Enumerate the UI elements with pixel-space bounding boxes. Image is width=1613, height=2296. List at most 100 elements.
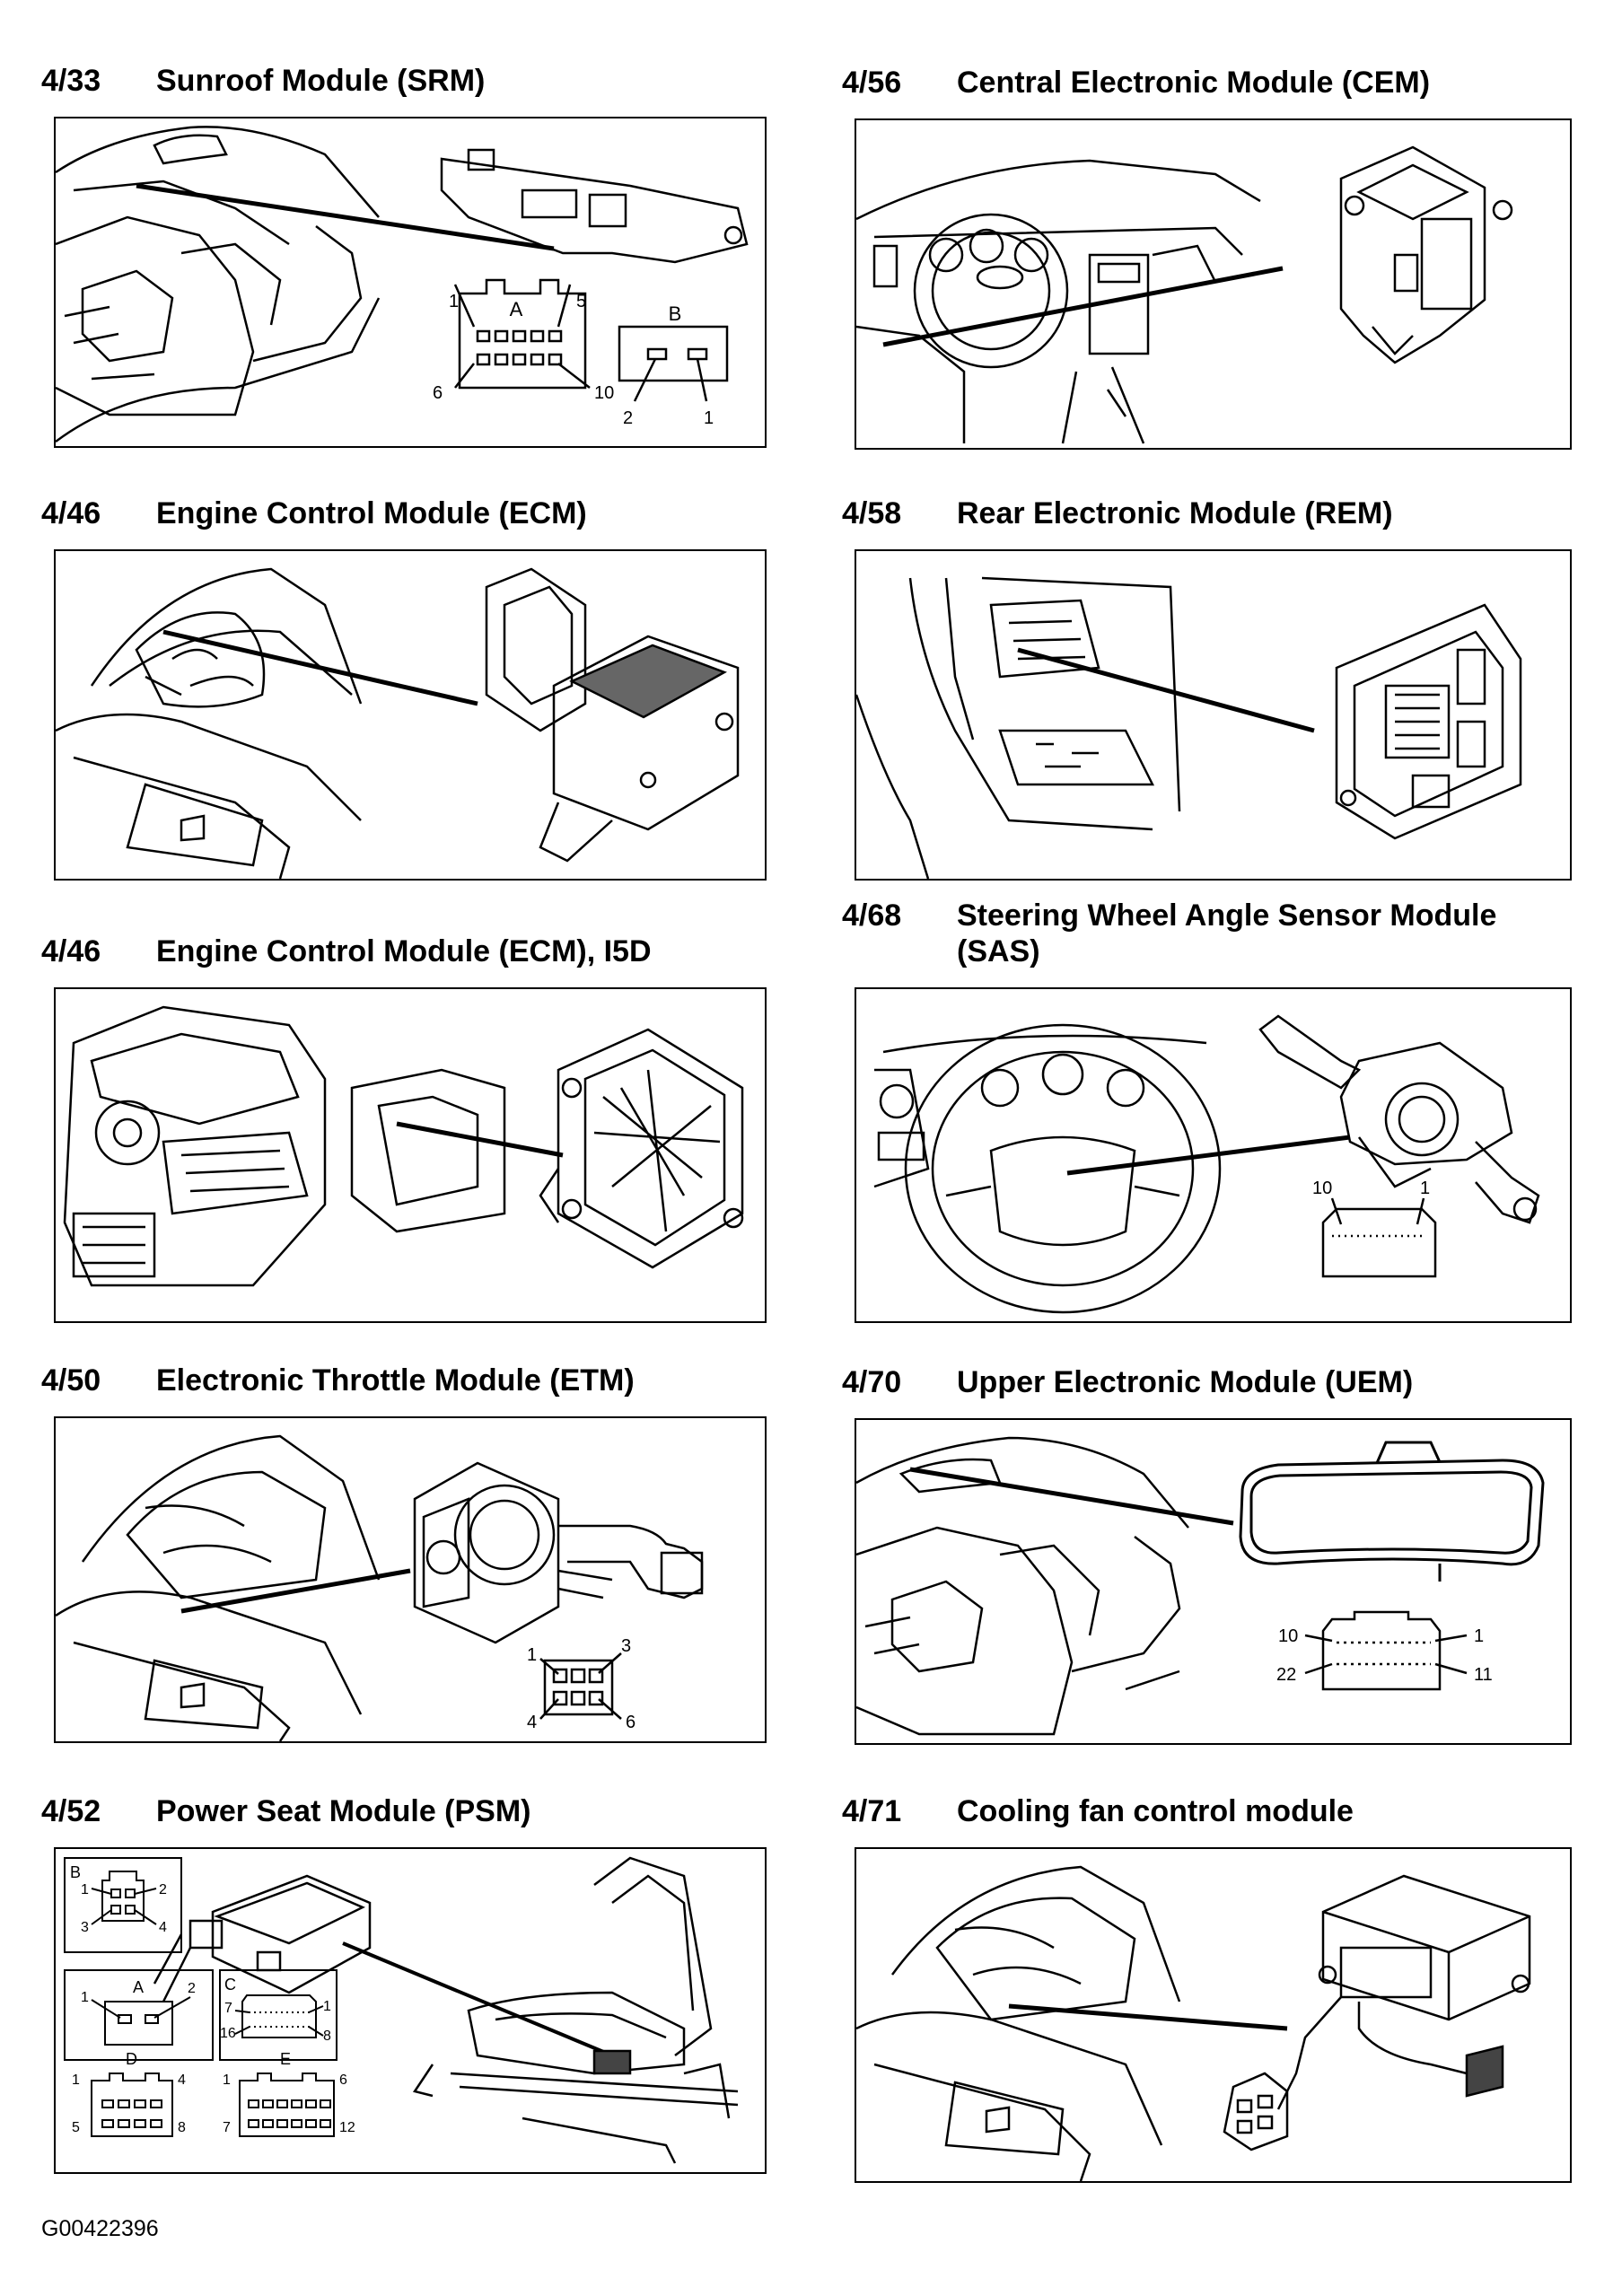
- seat-drawing: [412, 1856, 739, 2164]
- panel-steering-wheel-angle-sensor: 4/68 Steering Wheel Angle Sensor Module …: [842, 898, 1578, 1328]
- leader-line: [1008, 2003, 1288, 2031]
- engine-bay-drawing: [56, 567, 363, 879]
- connector-d: [91, 2073, 173, 2137]
- connector-b-label: B: [70, 1863, 81, 1881]
- connector-c-label: C: [224, 1976, 236, 1994]
- panel-title: Engine Control Module (ECM): [156, 496, 587, 530]
- car-interior-drawing: [856, 1436, 1189, 1736]
- module-drawing: [1335, 603, 1522, 840]
- rearview-mirror-drawing: [1239, 1441, 1545, 1582]
- uem-connector: [1304, 1610, 1468, 1691]
- sensor-drawing: [1258, 1014, 1540, 1224]
- panel-engine-control-module-i5d: 4/46 Engine Control Module (ECM), I5D: [41, 933, 768, 1328]
- panel-title: Rear Electronic Module (REM): [957, 496, 1393, 530]
- module-drawing: [485, 567, 740, 863]
- car-interior-drawing: [56, 126, 381, 443]
- connector-e-label: E: [280, 2050, 291, 2068]
- etm-connector: [539, 1652, 622, 1720]
- pin-label: 7: [224, 2001, 232, 2016]
- leader-line: [180, 1568, 411, 1614]
- pin-label: 7: [223, 2120, 231, 2135]
- panel-cooling-fan-control-module: 4/71 Cooling fan control module: [842, 1793, 1578, 2188]
- pin-label: 1: [704, 408, 714, 428]
- panel-power-seat-module: 4/52 Power Seat Module (PSM) B 1 2 3 4: [41, 1793, 768, 2188]
- pin-label: 8: [178, 2120, 186, 2135]
- panel-code: 4/56: [842, 66, 902, 100]
- module-drawing: [440, 148, 749, 264]
- sas-connector: [1321, 1197, 1437, 1278]
- connector-d-label: D: [126, 2050, 137, 2068]
- panel-code: 4/71: [842, 1794, 902, 1828]
- pin-label: 4: [527, 1713, 537, 1732]
- trunk-drawing: [856, 576, 1181, 879]
- illustration-frame: [855, 549, 1572, 881]
- module-drawing: [1339, 145, 1513, 364]
- cem-illustration: [856, 145, 1513, 444]
- panel-rear-electronic-module: 4/58 Rear Electronic Module (REM): [842, 495, 1578, 890]
- leader-line: [1066, 1135, 1351, 1176]
- panel-code: 4/46: [41, 496, 101, 530]
- pin-label: 1: [449, 292, 459, 311]
- pin-label: 1: [81, 1990, 89, 2005]
- illustration-frame: 1 3 4 6: [54, 1416, 767, 1743]
- panel-code: 4/58: [842, 496, 902, 530]
- panel-electronic-throttle-module: 4/50 Electronic Throttle Module (ETM): [41, 1363, 768, 1757]
- illustration-frame: 10 1 22 11: [855, 1418, 1572, 1745]
- panel-code: 4/50: [41, 1363, 101, 1398]
- etm-illustration: 1 3 4 6: [56, 1434, 704, 1741]
- panel-title: Upper Electronic Module (UEM): [957, 1365, 1414, 1399]
- throttle-body-drawing: [413, 1461, 704, 1644]
- panel-sunroof-module: 4/33 Sunroof Module (SRM): [41, 63, 768, 458]
- pin-label: 16: [220, 2026, 236, 2041]
- pin-label: 8: [323, 2029, 331, 2044]
- pin-label: 1: [1420, 1179, 1430, 1198]
- pin-label: 10: [1312, 1179, 1332, 1198]
- seat-module-drawing: [153, 1874, 372, 2002]
- panel-title: Central Electronic Module (CEM): [957, 66, 1431, 100]
- panel-code: 4/70: [842, 1365, 902, 1399]
- pin-label: 10: [1278, 1626, 1298, 1646]
- connector-b-label: B: [669, 302, 682, 325]
- module-drawing: [539, 1028, 744, 1269]
- ecm-illustration: [56, 567, 740, 879]
- pin-label: 4: [159, 1920, 167, 1935]
- leader-line: [396, 1121, 564, 1158]
- illustration-frame: A 1 5 6 10 B 2 1: [54, 117, 767, 448]
- panel-code: 4/33: [41, 64, 101, 98]
- pin-label: 6: [339, 2073, 347, 2088]
- illustration-frame: B 1 2 3 4 A 1 2 C 7 1 1: [54, 1847, 767, 2174]
- pin-label: 5: [72, 2120, 80, 2135]
- panel-title: Electronic Throttle Module (ETM): [156, 1363, 635, 1398]
- pin-label: 12: [339, 2120, 355, 2135]
- panel-code: 4/52: [41, 1794, 101, 1828]
- panel-title: Steering Wheel Angle Sensor Module: [957, 898, 1497, 933]
- leader-line: [162, 629, 478, 706]
- pin-label: 6: [626, 1713, 636, 1732]
- connector-c: [219, 1969, 338, 2061]
- ecm-i5d-illustration: [63, 1005, 744, 1287]
- panel-title: Sunroof Module (SRM): [156, 64, 486, 98]
- pin-label: 4: [178, 2073, 186, 2088]
- illustration-frame: [54, 987, 767, 1323]
- pin-label: 1: [72, 2073, 80, 2088]
- connector-a: [453, 278, 591, 390]
- dashboard-drawing: [856, 159, 1261, 444]
- pin-label: 3: [621, 1636, 631, 1656]
- pin-label: 1: [527, 1645, 537, 1665]
- pin-label: 1: [81, 1882, 89, 1897]
- pin-label: 5: [576, 292, 586, 311]
- cooling-fan-module-illustration: [856, 1865, 1531, 2181]
- steering-wheel-drawing: [873, 1023, 1222, 1314]
- pin-label: 2: [159, 1882, 167, 1897]
- panel-title: Cooling fan control module: [957, 1794, 1354, 1828]
- sunroof-module-illustration: A 1 5 6 10 B 2 1: [56, 126, 749, 443]
- psm-illustration: B 1 2 3 4 A 1 2 C 7 1 1: [64, 1856, 739, 2164]
- connector-e: [239, 2073, 335, 2137]
- panel-engine-control-module: 4/46 Engine Control Module (ECM): [41, 495, 768, 890]
- panel-code: 4/46: [41, 934, 101, 968]
- pin-label: 22: [1276, 1665, 1296, 1685]
- sas-illustration: 10 1: [873, 1014, 1540, 1314]
- fan-module-drawing: [1223, 1874, 1531, 2151]
- pin-label: 1: [223, 2073, 231, 2088]
- pin-label: 6: [433, 383, 443, 403]
